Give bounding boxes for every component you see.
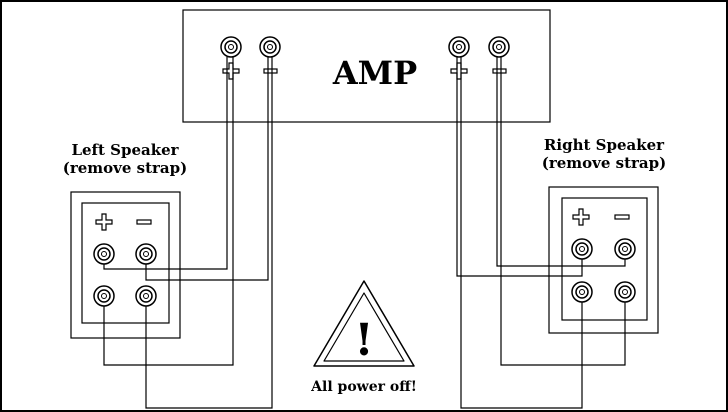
wire-right-plus-to-speaker-top bbox=[456, 57, 583, 277]
amp-minus-icon-right bbox=[492, 68, 507, 74]
right-speaker-terminal-plus-top bbox=[571, 238, 593, 260]
amp-minus-icon-left bbox=[263, 68, 278, 74]
right-speaker-terminal-plus-bottom bbox=[571, 281, 593, 303]
amp-terminal-right-plus bbox=[448, 36, 470, 58]
amplifier: AMP bbox=[182, 9, 551, 123]
left-speaker-minus-icon bbox=[136, 219, 152, 225]
wire-right-plus-to-speaker-bottom bbox=[460, 57, 583, 409]
left-speaker-terminal-plus-bottom bbox=[93, 285, 115, 307]
right-speaker-terminal-minus-top bbox=[614, 238, 636, 260]
left-speaker-title-line2: (remove strap) bbox=[63, 159, 187, 177]
left-speaker-terminal-plus-top bbox=[93, 243, 115, 265]
left-speaker bbox=[70, 191, 181, 339]
warning-exclamation-icon: ! bbox=[354, 315, 373, 366]
amp-terminal-right-minus bbox=[488, 36, 510, 58]
amplifier-label: AMP bbox=[332, 54, 417, 92]
wire-right-minus-to-speaker-bottom bbox=[500, 57, 626, 366]
wiring bbox=[103, 57, 626, 409]
amplifier-box bbox=[182, 9, 551, 123]
left-speaker-terminal-minus-bottom bbox=[135, 285, 157, 307]
left-speaker-title-line1: Left Speaker bbox=[71, 141, 179, 159]
wire-right-minus-to-speaker-top bbox=[496, 57, 626, 267]
right-speaker-plus-icon bbox=[572, 208, 590, 226]
amp-terminal-left-minus bbox=[259, 36, 281, 58]
right-speaker-terminal-minus-bottom bbox=[614, 281, 636, 303]
left-speaker-terminal-minus-top bbox=[135, 243, 157, 265]
right-speaker-title-line2: (remove strap) bbox=[542, 154, 666, 172]
warning: ! All power off! bbox=[310, 280, 417, 395]
wire-left-plus-to-speaker-bottom bbox=[103, 57, 234, 366]
wire-left-minus-to-speaker-bottom bbox=[145, 57, 273, 409]
amp-terminal-left-plus bbox=[220, 36, 242, 58]
right-speaker bbox=[548, 186, 659, 334]
wire-left-minus-to-speaker-top bbox=[145, 57, 269, 281]
warning-text: All power off! bbox=[310, 379, 417, 395]
right-speaker-title-line1: Right Speaker bbox=[544, 136, 665, 154]
left-speaker-terminal-plate bbox=[81, 202, 170, 324]
left-speaker-plus-icon bbox=[95, 213, 113, 231]
wire-left-plus-to-speaker-top bbox=[103, 57, 228, 270]
warning-triangle-icon: ! bbox=[313, 280, 415, 367]
right-speaker-minus-icon bbox=[614, 214, 630, 220]
